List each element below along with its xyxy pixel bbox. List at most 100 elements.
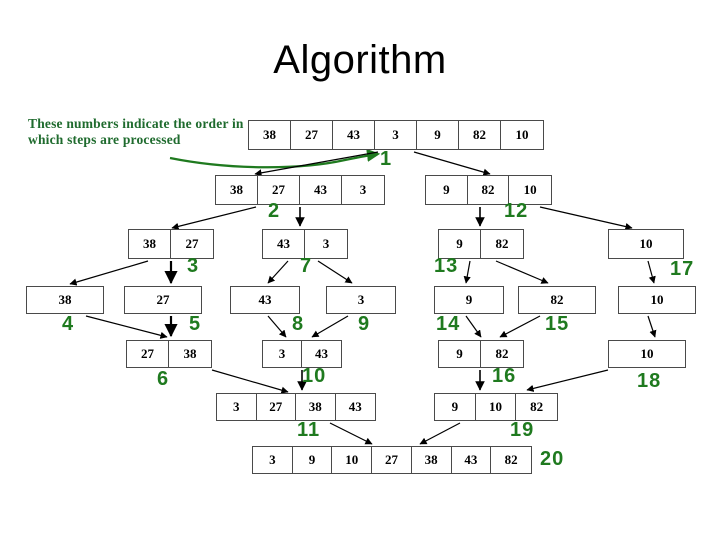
array-cell: 3: [359, 182, 367, 197]
order-label-15: 15: [545, 313, 570, 335]
array-cell: 10: [476, 394, 517, 420]
merge-arrow-43-to-l4b: [267, 315, 287, 338]
array-box-l3f: 82: [518, 286, 596, 314]
array-cell: 82: [530, 399, 544, 414]
array-box-l4c: 9 82: [438, 340, 524, 368]
array-cell: 9: [417, 121, 459, 149]
array-cell: 9: [435, 394, 476, 420]
array-cell: 43: [258, 292, 272, 307]
order-label-1: 1: [380, 148, 393, 170]
merge-arrow-10-to-l4d: [647, 315, 657, 338]
order-label-4: 4: [62, 313, 75, 335]
order-label-5: 5: [189, 313, 202, 335]
array-cell: 43: [333, 121, 375, 149]
array-cell: 43: [348, 399, 362, 414]
split-arrow-l2c-right: [495, 260, 549, 284]
order-label-19: 19: [510, 419, 535, 441]
array-box-l2c: 9 82: [438, 229, 524, 259]
array-cell: 27: [372, 447, 412, 473]
array-cell: 10: [523, 182, 537, 197]
array-cell: 9: [293, 447, 333, 473]
order-label-11: 11: [297, 419, 321, 441]
array-cell: 27: [257, 394, 296, 420]
array-cell: 9: [426, 176, 468, 204]
array-cell: 10: [332, 447, 373, 473]
array-cell: 3: [357, 292, 365, 307]
array-cell: 27: [258, 176, 300, 204]
order-label-3: 3: [187, 255, 200, 277]
array-box-l2a: 38 27: [128, 229, 214, 259]
merge-arrow-9-to-l4c: [465, 315, 482, 338]
array-box-l3d: 3: [326, 286, 396, 314]
array-box-l4d: 10: [608, 340, 686, 368]
array-box-l3a: 38: [26, 286, 104, 314]
annotation-curved-arrow: [169, 148, 381, 169]
order-label-9: 9: [358, 313, 371, 335]
array-cell: 27: [291, 121, 333, 149]
array-cell: 27: [156, 292, 170, 307]
array-cell: 10: [639, 236, 653, 251]
array-cell: 82: [459, 121, 501, 149]
split-arrow-l2b-right: [317, 260, 353, 284]
merge-arrow-l4a-to-l5a: [211, 369, 289, 394]
array-cell: 3: [263, 341, 302, 367]
split-arrow-l2b-left: [267, 260, 289, 284]
order-label-6: 6: [157, 368, 170, 390]
array-cell: 27: [185, 236, 199, 251]
array-cell: 9: [439, 341, 481, 367]
array-cell: 38: [412, 447, 452, 473]
page-title: Algorithm: [273, 38, 447, 82]
order-label-8: 8: [292, 313, 305, 335]
array-cell: 82: [495, 236, 509, 251]
split-arrow-l1a-left: [171, 206, 257, 230]
annotation-text: These numbers indicate the order in whic…: [28, 116, 244, 147]
merge-arrow-l5b-to-l6a: [419, 422, 461, 445]
merge-arrow-l4d-to-l5b: [526, 369, 609, 392]
merge-arrow-38-to-l4a: [85, 315, 168, 339]
order-label-12: 12: [504, 200, 529, 222]
merge-arrow-l5a-to-l6a: [329, 422, 373, 445]
split-arrow-l0-right: [413, 151, 491, 176]
array-cell: 9: [465, 292, 473, 307]
array-box-l3c: 43: [230, 286, 300, 314]
array-cell: 43: [300, 176, 342, 204]
order-label-13: 13: [434, 255, 459, 277]
order-label-17: 17: [670, 258, 695, 280]
order-label-18: 18: [637, 370, 662, 392]
array-cell: 43: [315, 346, 328, 361]
array-cell: 38: [296, 394, 336, 420]
merge-arrow-82-to-l4c: [499, 315, 541, 338]
array-cell: 10: [650, 292, 664, 307]
array-cell: 9: [439, 230, 481, 258]
array-cell: 82: [468, 176, 510, 204]
array-box-l3e: 9: [434, 286, 504, 314]
array-cell: 82: [495, 346, 509, 361]
array-cell: 43: [452, 447, 492, 473]
array-cell: 38: [58, 292, 72, 307]
array-cell: 82: [504, 452, 518, 467]
array-cell: 38: [129, 230, 171, 258]
order-label-7: 7: [300, 255, 313, 277]
array-cell: 38: [183, 346, 197, 361]
array-box-l3g: 10: [618, 286, 696, 314]
array-cell: 10: [515, 127, 529, 142]
merge-arrow-3-to-l4b: [311, 315, 349, 338]
array-cell: 3: [253, 447, 293, 473]
array-box-l4b: 3 43: [262, 340, 342, 368]
order-label-2: 2: [268, 200, 281, 222]
split-arrow-l0-left: [254, 151, 379, 177]
order-label-20: 20: [540, 448, 565, 470]
array-cell: 43: [263, 230, 305, 258]
split-arrow-l2a-left: [69, 260, 149, 286]
order-label-14: 14: [436, 313, 461, 335]
array-box-l2d: 10: [608, 229, 684, 259]
